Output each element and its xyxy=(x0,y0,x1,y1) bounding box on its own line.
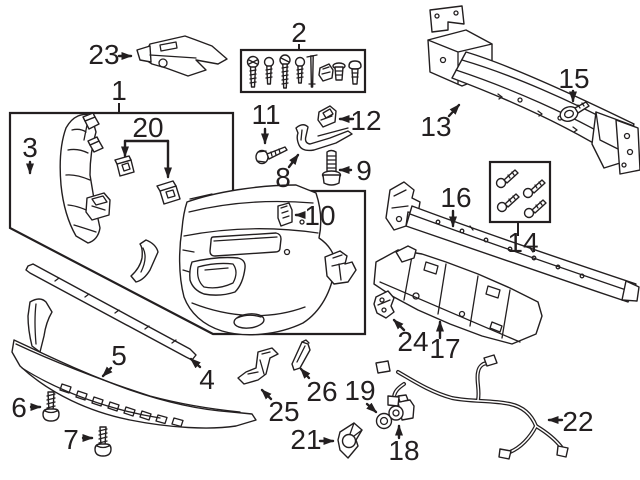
callout-25: 25 xyxy=(268,396,299,427)
part-22-wiring-harness-art xyxy=(375,354,569,460)
callout-23: 23 xyxy=(88,39,119,70)
hardware-kit-box xyxy=(239,48,367,94)
leader-5 xyxy=(101,366,113,378)
part-17-energy-absorber-art xyxy=(373,245,543,345)
part-7-screw-art xyxy=(94,426,112,457)
leader-8 xyxy=(287,153,300,169)
callout-3: 3 xyxy=(22,132,38,163)
leader-lines xyxy=(26,44,577,445)
callout-20: 20 xyxy=(132,112,163,143)
part-25-bracket-art xyxy=(237,347,279,385)
leader-26 xyxy=(299,367,311,380)
callout-8: 8 xyxy=(275,162,291,193)
part-13-impact-bar-art xyxy=(427,5,640,175)
bumper-cover-art xyxy=(178,184,336,336)
callout-6: 6 xyxy=(11,392,27,423)
part-8-support-bracket-art xyxy=(295,124,353,152)
callout-18: 18 xyxy=(388,435,419,466)
part-23-bracket-art xyxy=(136,35,228,77)
part-6-screw-art xyxy=(42,391,60,422)
leader-19 xyxy=(365,402,378,414)
bumper-side-panel-art xyxy=(59,113,101,244)
callout-17: 17 xyxy=(429,333,460,364)
part-9-bolt-art xyxy=(321,149,342,186)
bumper-small-clips-art xyxy=(82,112,104,153)
bumper-bracket-left-art xyxy=(85,192,111,221)
callout-26: 26 xyxy=(306,376,337,407)
callout-12: 12 xyxy=(350,105,381,136)
sensor-retainer-2-art xyxy=(156,180,181,205)
part-21-sensor-holder-art xyxy=(337,422,363,459)
part-18-park-sensor-art xyxy=(388,394,415,421)
bumper-cover-group-box xyxy=(8,111,367,336)
part-16-support-bar-art xyxy=(385,181,640,303)
part-12-clip-nut-art xyxy=(317,105,337,128)
part-19-grommet-art xyxy=(375,412,393,430)
callout-16: 16 xyxy=(440,182,471,213)
leader-13 xyxy=(447,103,461,118)
bumper-bracket-right-art xyxy=(324,250,357,285)
bolt-kit-box xyxy=(488,160,552,224)
callout-labels: 23 1 2 3 20 11 12 8 9 10 13 15 16 14 17 … xyxy=(11,17,593,466)
callout-7: 7 xyxy=(63,424,79,455)
sensor-retainer-1-art xyxy=(114,155,135,177)
leader-24 xyxy=(392,318,406,332)
callout-9: 9 xyxy=(356,155,372,186)
callout-19: 19 xyxy=(344,375,375,406)
bumper-fin-bracket-art xyxy=(130,239,159,283)
part-15-bolt-art xyxy=(559,101,590,122)
callout-22: 22 xyxy=(562,406,593,437)
callout-11: 11 xyxy=(251,99,280,130)
part-5-lower-valance-art xyxy=(11,298,257,429)
callout-15: 15 xyxy=(558,63,589,94)
part-24-bracket-art xyxy=(373,290,395,319)
callout-2: 2 xyxy=(291,17,307,48)
leader-25 xyxy=(260,388,273,401)
part-10-clip-art xyxy=(277,202,293,227)
callout-24: 24 xyxy=(397,326,428,357)
callout-14: 14 xyxy=(507,227,538,258)
leader-4 xyxy=(189,357,202,369)
part-26-guide-art xyxy=(291,339,311,371)
callout-1: 1 xyxy=(111,75,127,106)
callout-4: 4 xyxy=(199,364,215,395)
callout-10: 10 xyxy=(304,200,335,231)
callout-21: 21 xyxy=(290,424,321,455)
callout-13: 13 xyxy=(420,111,451,142)
part-11-bolt-art xyxy=(255,146,288,165)
bolt-kit-bolts-art xyxy=(495,169,547,219)
hardware-kit-fasteners-art xyxy=(246,54,362,89)
callout-5: 5 xyxy=(111,340,127,371)
